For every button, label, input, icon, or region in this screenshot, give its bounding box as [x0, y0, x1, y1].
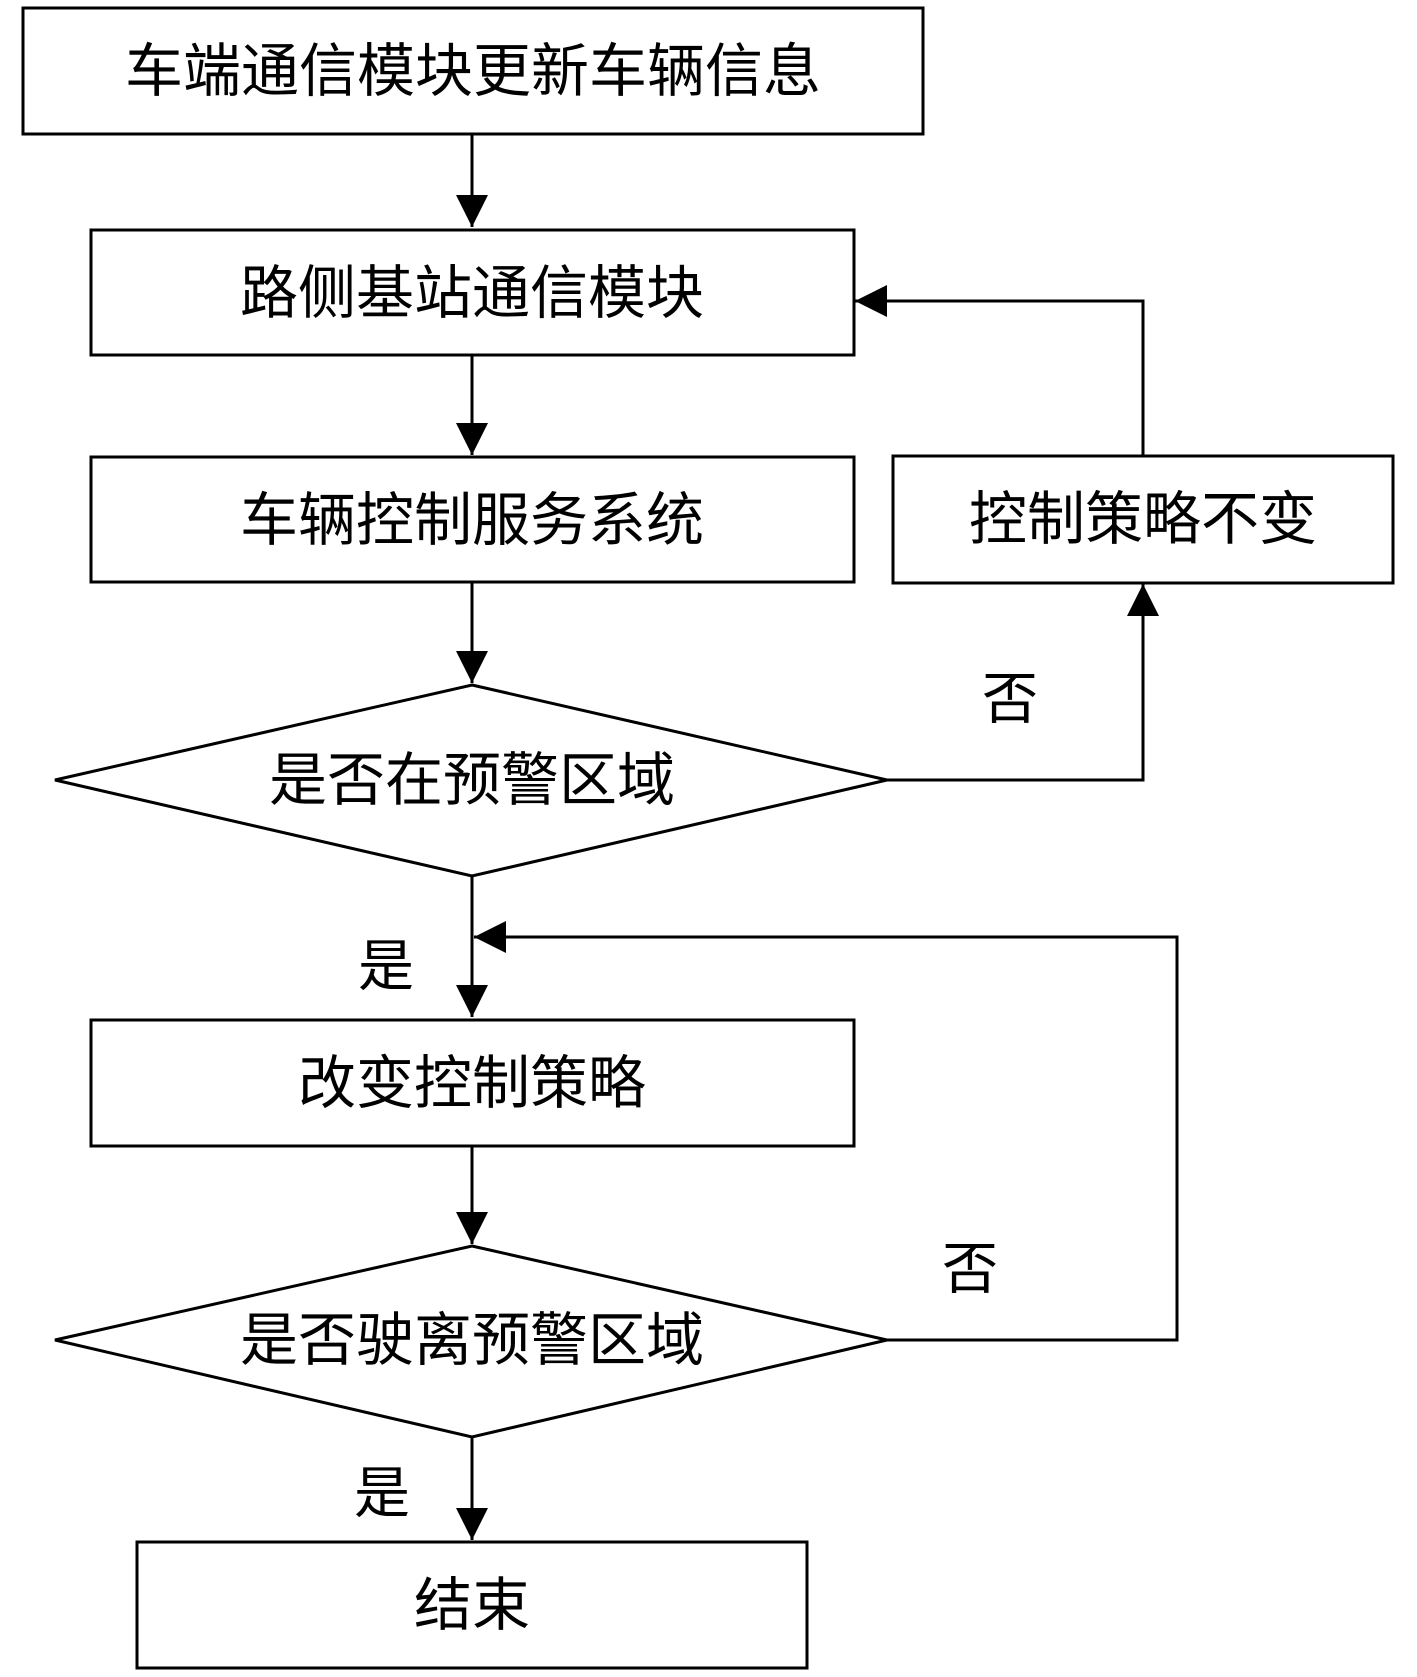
edge-label-in-zone-no: 否: [982, 668, 1038, 733]
node-left-warning-zone: 是否驶离预警区域: [54, 1244, 888, 1439]
node-keep-strategy-label: 控制策略不变: [969, 485, 1317, 553]
node-in-warning-zone: 是否在预警区域: [54, 683, 888, 878]
edge-label-in-zone-yes: 是: [358, 935, 414, 1000]
node-left-warning-zone-label: 是否驶离预警区域: [240, 1306, 704, 1374]
node-end: 结束: [135, 1540, 809, 1670]
node-roadside-station-label: 路侧基站通信模块: [240, 259, 704, 327]
edge-label-left-zone-no: 否: [942, 1238, 998, 1303]
node-vehicle-update: 车端通信模块更新车辆信息: [21, 6, 925, 136]
edge-keep-to-station: [855, 285, 1145, 456]
node-end-label: 结束: [414, 1571, 530, 1639]
node-change-strategy-label: 改变控制策略: [298, 1049, 646, 1117]
node-roadside-station: 路侧基站通信模块: [89, 228, 856, 357]
node-keep-strategy: 控制策略不变: [891, 454, 1395, 585]
edge-label-left-zone-yes: 是: [354, 1462, 410, 1527]
node-in-warning-zone-label: 是否在预警区域: [269, 746, 675, 814]
node-vehicle-update-label: 车端通信模块更新车辆信息: [125, 37, 821, 105]
edge-decision2-no-loop: [474, 921, 1179, 1342]
node-control-service-label: 车辆控制服务系统: [240, 486, 704, 554]
edges: [456, 134, 1179, 1540]
node-change-strategy: 改变控制策略: [89, 1018, 856, 1148]
node-control-service: 车辆控制服务系统: [89, 455, 856, 584]
edge-decision1-no-to-keep: [887, 584, 1159, 782]
